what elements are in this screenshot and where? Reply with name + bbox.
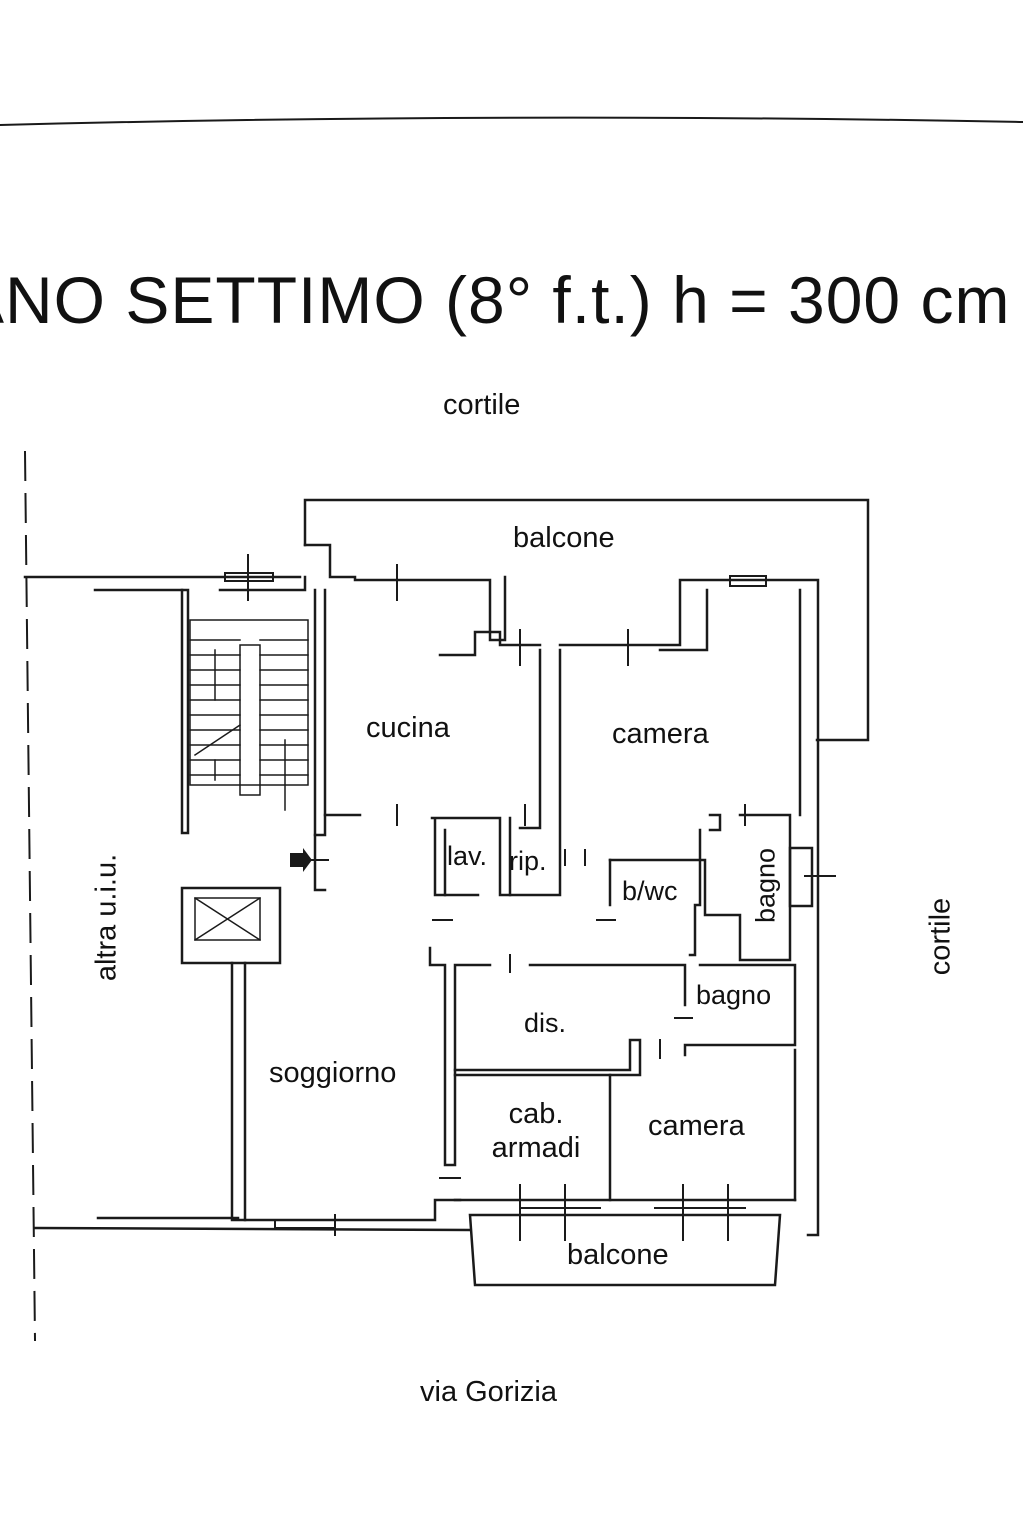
boundary-dashed — [23, 450, 37, 1342]
neighbor-wall-bottom — [33, 1226, 472, 1232]
stair-top — [218, 575, 307, 592]
stair-door-jamb — [313, 833, 327, 892]
plan-title: ANO SETTIMO (8° f.t.) h = 300 cm — [0, 263, 1011, 337]
balcony-bottom-outline — [468, 1213, 782, 1287]
label-cab: cab. — [508, 1098, 564, 1130]
stair-wall-left — [180, 588, 190, 835]
label-lav: lav. — [447, 841, 488, 871]
label-via-gorizia: via Gorizia — [420, 1376, 557, 1408]
dis-bottom-wall — [453, 1038, 642, 1077]
label-cortile-top: cortile — [443, 389, 521, 421]
bwc-right — [688, 828, 702, 957]
living-left-wall — [230, 961, 247, 1222]
label-camera-bottom: camera — [648, 1110, 745, 1142]
label-cortile-right: cortile — [924, 897, 957, 976]
living-bottom-wall — [243, 1198, 462, 1222]
bagno-walls — [608, 813, 792, 962]
label-armadi: armadi — [491, 1132, 581, 1164]
label-bwc: b/wc — [622, 876, 678, 906]
elevator — [180, 886, 282, 965]
label-bagno-mid: bagno — [696, 980, 772, 1010]
top-rule — [0, 116, 1023, 127]
stairs — [189, 619, 309, 811]
label-cucina: cucina — [366, 712, 450, 744]
dis-top-wall — [528, 963, 687, 1007]
label-dis: dis. — [524, 1008, 567, 1038]
living-right-wall — [428, 946, 492, 1167]
camera-top-jog — [658, 588, 709, 652]
door-ticks — [247, 554, 836, 1241]
label-balcone-top: balcone — [513, 522, 615, 554]
label-camera-top: camera — [612, 718, 709, 750]
label-soggiorno: soggiorno — [269, 1057, 397, 1089]
bagno-mid-walls — [683, 963, 797, 1057]
label-balcone-bottom: balcone — [567, 1239, 669, 1271]
kitchen-top-jog — [438, 630, 542, 657]
label-altra-uiu: altra u.i.u. — [90, 853, 123, 982]
label-bagno-right: bagno — [750, 847, 781, 924]
rip-inner — [518, 648, 542, 830]
entrance-arrow-icon — [290, 848, 312, 872]
rip-wall — [430, 648, 562, 897]
lav-wall — [433, 818, 480, 897]
balcony-top-outline — [303, 498, 870, 742]
windows — [224, 572, 767, 1229]
bwc-jamb — [708, 813, 722, 832]
kitchen-left-wall — [313, 588, 327, 837]
camera-right-wall — [558, 578, 820, 1237]
label-rip: rip. — [509, 846, 547, 876]
kitchen-top-wall — [303, 543, 507, 642]
